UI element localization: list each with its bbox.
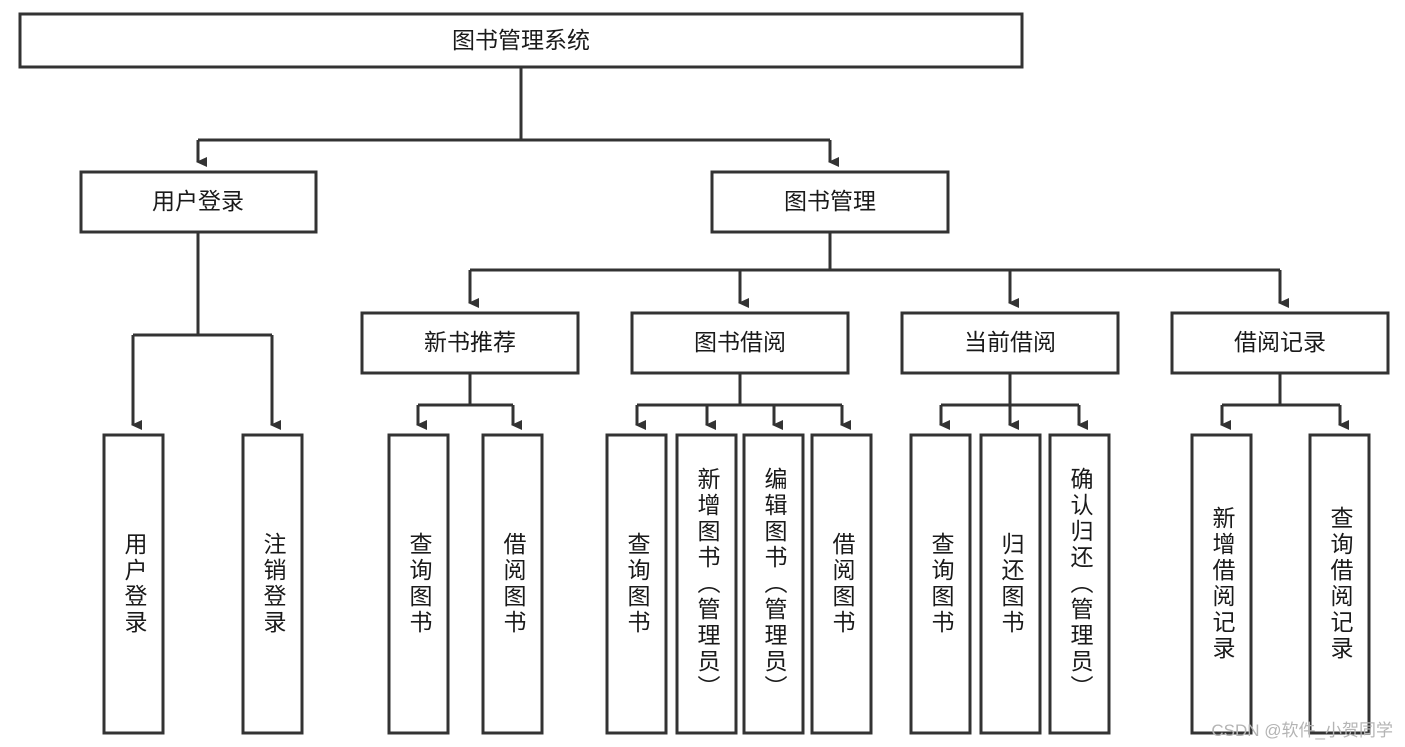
node-leaf-return-book-textwrap: 归还图书 — [998, 532, 1024, 636]
node-new-book-recommend-label: 新书推荐 — [424, 329, 516, 355]
node-leaf-user-login-textwrap: 用户登录 — [121, 532, 147, 636]
node-leaf-query-book-3-label: 查询图书 — [928, 532, 954, 636]
node-leaf-confirm-return[interactable]: 确认归还（管理员） — [1048, 433, 1111, 735]
node-borrow-record-label: 借阅记录 — [1234, 329, 1326, 355]
node-new-book-recommend-box[interactable] — [360, 311, 580, 375]
node-leaf-add-record-box[interactable] — [1190, 433, 1253, 735]
node-book-borrow-label: 图书借阅 — [694, 329, 786, 355]
node-leaf-edit-book[interactable]: 编辑图书（管理员） — [742, 433, 805, 735]
node-leaf-query-book-2[interactable]: 查询图书 — [605, 433, 668, 735]
node-leaf-borrow-book-2[interactable]: 借阅图书 — [810, 433, 873, 735]
node-leaf-return-book[interactable]: 归还图书 — [979, 433, 1042, 735]
node-root-label: 图书管理系统 — [452, 27, 590, 53]
node-leaf-query-book-1[interactable]: 查询图书 — [387, 433, 450, 735]
node-leaf-borrow-book-1-label: 借阅图书 — [500, 532, 526, 636]
node-book-management[interactable]: 图书管理 — [710, 170, 950, 234]
node-user-login-label: 用户登录 — [152, 188, 244, 214]
node-leaf-borrow-book-1[interactable]: 借阅图书 — [481, 433, 544, 735]
node-root-box[interactable] — [18, 12, 1024, 69]
node-leaf-borrow-book-1-box[interactable] — [481, 433, 544, 735]
node-leaf-query-book-1-box[interactable] — [387, 433, 450, 735]
node-leaf-logout-login-label: 注销登录 — [260, 532, 286, 636]
node-leaf-query-book-3[interactable]: 查询图书 — [909, 433, 972, 735]
node-leaf-borrow-book-1-textwrap: 借阅图书 — [500, 532, 526, 636]
node-leaf-return-book-box[interactable] — [979, 433, 1042, 735]
node-leaf-logout-login-box[interactable] — [241, 433, 304, 735]
node-leaf-edit-book-box[interactable] — [742, 433, 805, 735]
node-borrow-record[interactable]: 借阅记录 — [1170, 311, 1390, 375]
node-root[interactable]: 图书管理系统 — [18, 12, 1024, 69]
node-leaf-user-login[interactable]: 用户登录 — [102, 433, 165, 735]
node-leaf-query-book-1-textwrap: 查询图书 — [406, 532, 432, 636]
node-leaf-logout-login[interactable]: 注销登录 — [241, 433, 304, 735]
node-leaf-borrow-book-2-textwrap: 借阅图书 — [829, 532, 855, 636]
node-leaf-add-book[interactable]: 新增图书（管理员） — [675, 433, 738, 735]
node-leaf-confirm-return-textwrap: 确认归还（管理员） — [1067, 467, 1093, 701]
node-leaf-add-record-label: 新增借阅记录 — [1209, 506, 1235, 662]
node-leaf-add-record-textwrap: 新增借阅记录 — [1209, 506, 1235, 662]
node-borrow-record-box[interactable] — [1170, 311, 1390, 375]
node-leaf-add-book-textwrap: 新增图书（管理员） — [694, 467, 720, 701]
node-leaf-query-record[interactable]: 查询借阅记录 — [1308, 433, 1371, 735]
node-leaf-add-book-label: 新增图书（管理员） — [694, 467, 720, 701]
node-book-management-box[interactable] — [710, 170, 950, 234]
node-leaf-add-book-box[interactable] — [675, 433, 738, 735]
node-leaf-query-book-2-label: 查询图书 — [624, 532, 650, 636]
node-leaf-query-record-textwrap: 查询借阅记录 — [1327, 506, 1353, 662]
node-book-borrow-box[interactable] — [630, 311, 850, 375]
node-leaf-query-book-1-label: 查询图书 — [406, 532, 432, 636]
node-user-login[interactable]: 用户登录 — [79, 170, 318, 234]
node-leaf-query-record-label: 查询借阅记录 — [1327, 506, 1353, 662]
node-leaf-user-login-label: 用户登录 — [121, 532, 147, 636]
node-current-borrow-label: 当前借阅 — [964, 329, 1056, 355]
node-leaf-logout-login-textwrap: 注销登录 — [260, 532, 286, 636]
connector-layer — [131, 67, 1349, 430]
node-book-borrow[interactable]: 图书借阅 — [630, 311, 850, 375]
node-book-management-label: 图书管理 — [784, 188, 876, 214]
node-current-borrow[interactable]: 当前借阅 — [900, 311, 1120, 375]
node-leaf-return-book-label: 归还图书 — [998, 532, 1024, 636]
node-leaf-borrow-book-2-label: 借阅图书 — [829, 532, 855, 636]
node-current-borrow-box[interactable] — [900, 311, 1120, 375]
node-leaf-edit-book-textwrap: 编辑图书（管理员） — [761, 467, 787, 701]
node-leaf-confirm-return-label: 确认归还（管理员） — [1067, 467, 1093, 701]
node-leaf-add-record[interactable]: 新增借阅记录 — [1190, 433, 1253, 735]
node-leaf-query-book-2-box[interactable] — [605, 433, 668, 735]
node-new-book-recommend[interactable]: 新书推荐 — [360, 311, 580, 375]
node-leaf-borrow-book-2-box[interactable] — [810, 433, 873, 735]
node-leaf-query-book-3-box[interactable] — [909, 433, 972, 735]
node-user-login-box[interactable] — [79, 170, 318, 234]
node-leaf-user-login-box[interactable] — [102, 433, 165, 735]
node-leaf-query-book-3-textwrap: 查询图书 — [928, 532, 954, 636]
node-leaf-query-record-box[interactable] — [1308, 433, 1371, 735]
node-leaf-edit-book-label: 编辑图书（管理员） — [761, 467, 787, 701]
node-leaf-confirm-return-box[interactable] — [1048, 433, 1111, 735]
node-leaf-query-book-2-textwrap: 查询图书 — [624, 532, 650, 636]
